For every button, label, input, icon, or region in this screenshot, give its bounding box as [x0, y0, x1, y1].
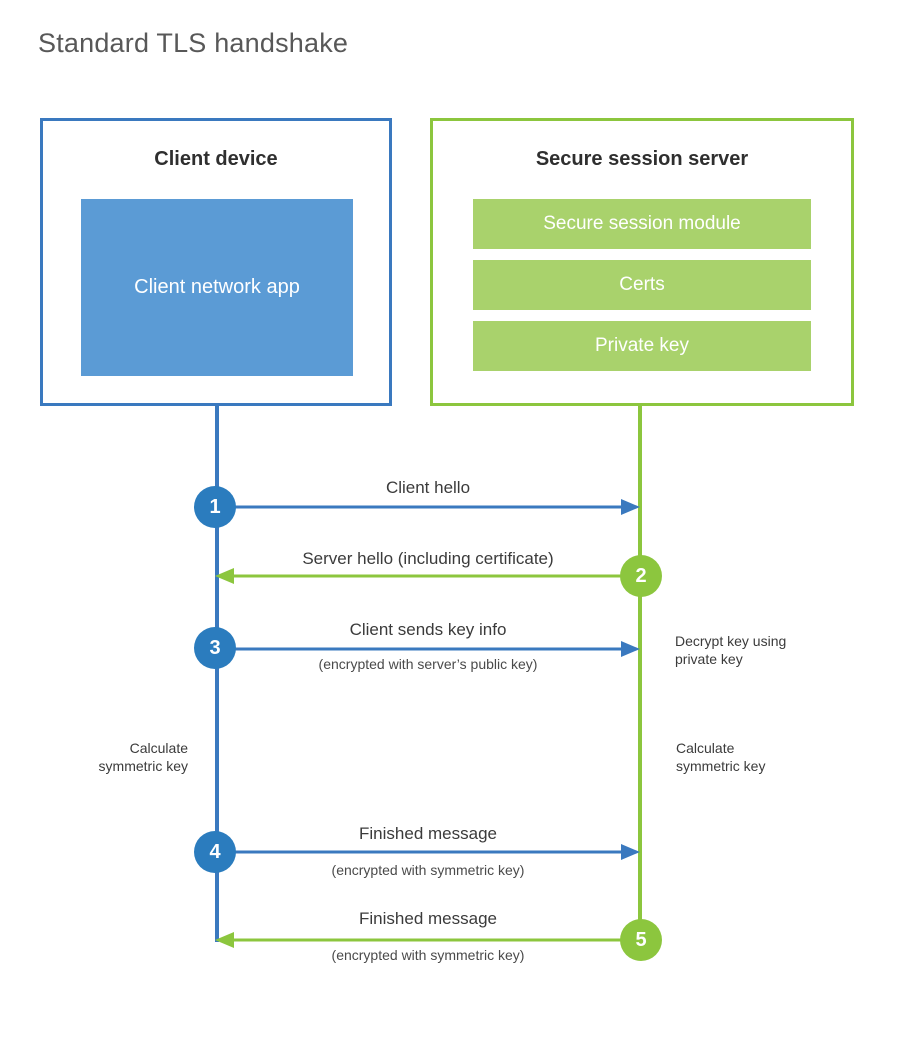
note-decrypt-key-line2: private key	[675, 651, 743, 668]
step-5-arrow	[215, 929, 640, 951]
certs-block: Certs	[473, 260, 811, 310]
note-client-calculate-symmetric-key: Calculate symmetric key	[0, 739, 188, 775]
step-1-circle: 1	[194, 486, 236, 528]
step-5-sublabel: (encrypted with symmetric key)	[331, 947, 525, 963]
step-5-circle: 5	[620, 919, 662, 961]
note-decrypt-key: Decrypt key using private key	[675, 632, 875, 668]
client-network-app-block: Client network app	[81, 199, 353, 376]
client-device-title: Client device	[154, 148, 278, 170]
step-4-circle: 4	[194, 831, 236, 873]
step-1-arrow	[215, 496, 640, 518]
server-lifeline	[638, 404, 642, 942]
step-4-label: Finished message	[359, 824, 497, 843]
secure-session-module-block: Secure session module	[473, 199, 811, 249]
step-3-sublabel: (encrypted with server’s public key)	[318, 656, 538, 672]
step-4-arrow	[215, 841, 640, 863]
note-decrypt-key-line1: Decrypt key using	[675, 633, 787, 649]
step-1-label: Client hello	[385, 478, 471, 497]
note-server-calculate-line2: symmetric key	[676, 758, 766, 775]
step-5-label: Finished message	[359, 909, 497, 928]
client-lifeline	[215, 404, 219, 942]
client-device-box: Client device Client network app	[40, 118, 392, 406]
page-title: Standard TLS handshake	[38, 28, 349, 58]
step-3-label: Client sends key info	[349, 620, 507, 639]
secure-session-server-box: Secure session server Secure session mod…	[430, 118, 854, 406]
secure-session-server-title: Secure session server	[535, 148, 749, 170]
note-client-calculate-line2: symmetric key	[98, 758, 188, 775]
private-key-block: Private key	[473, 321, 811, 371]
step-2-label: Server hello (including certificate)	[302, 549, 554, 568]
step-3-circle: 3	[194, 627, 236, 669]
step-4-sublabel: (encrypted with symmetric key)	[331, 862, 525, 878]
note-client-calculate-line1: Calculate	[129, 740, 188, 756]
note-server-calculate-symmetric-key: Calculate symmetric key	[676, 739, 876, 775]
step-2-arrow	[215, 565, 640, 587]
step-2-circle: 2	[620, 555, 662, 597]
step-3-arrow	[215, 638, 640, 660]
note-server-calculate-line1: Calculate	[676, 740, 735, 756]
